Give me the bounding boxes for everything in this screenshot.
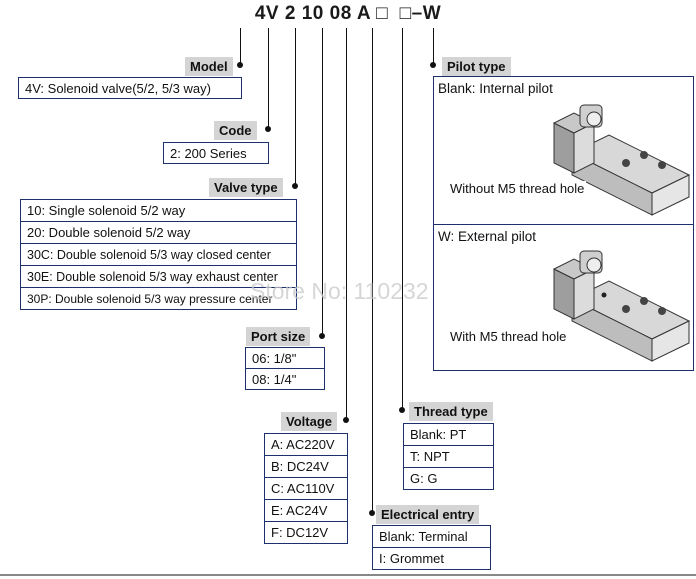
voltage-row: A: AC220V bbox=[265, 434, 347, 456]
valve-type-row: 10: Single solenoid 5/2 way bbox=[21, 200, 296, 222]
electrical-entry-row: I: Grommet bbox=[373, 548, 490, 570]
model-row: 4V: Solenoid valve(5/2, 5/3 way) bbox=[19, 78, 241, 99]
port-size-row: 06: 1/8" bbox=[246, 348, 324, 369]
thread-type-row: T: NPT bbox=[404, 446, 493, 468]
voltage-row: C: AC110V bbox=[265, 478, 347, 500]
voltage-label: Voltage bbox=[281, 412, 337, 431]
connector-code bbox=[268, 28, 269, 129]
pilot-internal-title: Blank: Internal pilot bbox=[438, 81, 553, 96]
electrical-entry-table: Blank: Terminal I: Grommet bbox=[372, 525, 491, 570]
connector-thread-type bbox=[402, 28, 403, 410]
pilot-external-title: W: External pilot bbox=[438, 229, 537, 244]
model-table: 4V: Solenoid valve(5/2, 5/3 way) bbox=[18, 77, 242, 99]
code-label: Code bbox=[214, 121, 257, 140]
pilot-internal-panel: Blank: Internal pilot Without M5 thread … bbox=[433, 76, 694, 225]
connector-dot-port-size bbox=[319, 333, 325, 339]
valve-type-row: 30C: Double solenoid 5/3 way closed cent… bbox=[21, 244, 296, 266]
electrical-entry-row: Blank: Terminal bbox=[373, 526, 490, 548]
store-watermark: Store No: 110232 bbox=[250, 278, 429, 304]
voltage-row: F: DC12V bbox=[265, 522, 347, 544]
connector-dot-electrical-entry bbox=[369, 510, 375, 516]
port-size-label: Port size bbox=[246, 327, 311, 346]
valve-internal-pilot-image bbox=[552, 104, 691, 216]
port-size-table: 06: 1/8" 08: 1/4" bbox=[245, 347, 325, 390]
thread-type-label: Thread type bbox=[409, 402, 493, 421]
connector-electrical-entry bbox=[372, 28, 373, 514]
bottom-divider bbox=[0, 574, 696, 576]
connector-dot-code bbox=[265, 126, 271, 132]
code-table: 2: 200 Series bbox=[163, 142, 269, 164]
model-code-title: 4V 2 10 08 A □ □–W bbox=[254, 3, 442, 24]
thread-type-row: G: G bbox=[404, 468, 493, 490]
connector-pilot-type bbox=[433, 28, 434, 65]
connector-valve-type bbox=[295, 28, 296, 186]
connector-dot-model bbox=[237, 62, 243, 68]
valve-type-table: 10: Single solenoid 5/2 way 20: Double s… bbox=[20, 199, 297, 310]
connector-dot-voltage bbox=[343, 417, 349, 423]
connector-model bbox=[240, 28, 241, 64]
pilot-external-note: With M5 thread hole bbox=[448, 329, 569, 344]
connector-port-size bbox=[322, 28, 323, 336]
valve-type-row: 20: Double solenoid 5/2 way bbox=[21, 222, 296, 244]
valve-type-row: 30P: Double solenoid 5/3 way pressure ce… bbox=[21, 288, 296, 310]
thread-type-row: Blank: PT bbox=[404, 424, 493, 446]
pilot-external-panel: W: External pilot With M5 thread hole bbox=[433, 224, 694, 371]
thread-type-table: Blank: PT T: NPT G: G bbox=[403, 423, 494, 490]
connector-dot-valve-type bbox=[292, 183, 298, 189]
port-size-row: 08: 1/4" bbox=[246, 369, 324, 390]
voltage-row: E: AC24V bbox=[265, 500, 347, 522]
connector-dot-pilot-type bbox=[430, 62, 436, 68]
model-label: Model bbox=[185, 57, 233, 76]
voltage-table: A: AC220V B: DC24V C: AC110V E: AC24V F:… bbox=[264, 433, 348, 544]
valve-external-pilot-image bbox=[552, 250, 691, 362]
connector-voltage bbox=[346, 28, 347, 420]
electrical-entry-label: Electrical entry bbox=[376, 505, 480, 524]
pilot-internal-note: Without M5 thread hole bbox=[448, 181, 587, 196]
connector-dot-thread-type bbox=[399, 407, 405, 413]
valve-type-row: 30E: Double solenoid 5/3 way exhaust cen… bbox=[21, 266, 296, 288]
code-row: 2: 200 Series bbox=[164, 143, 268, 164]
valve-type-label: Valve type bbox=[209, 178, 283, 197]
voltage-row: B: DC24V bbox=[265, 456, 347, 478]
pilot-type-label: Pilot type bbox=[442, 57, 511, 76]
